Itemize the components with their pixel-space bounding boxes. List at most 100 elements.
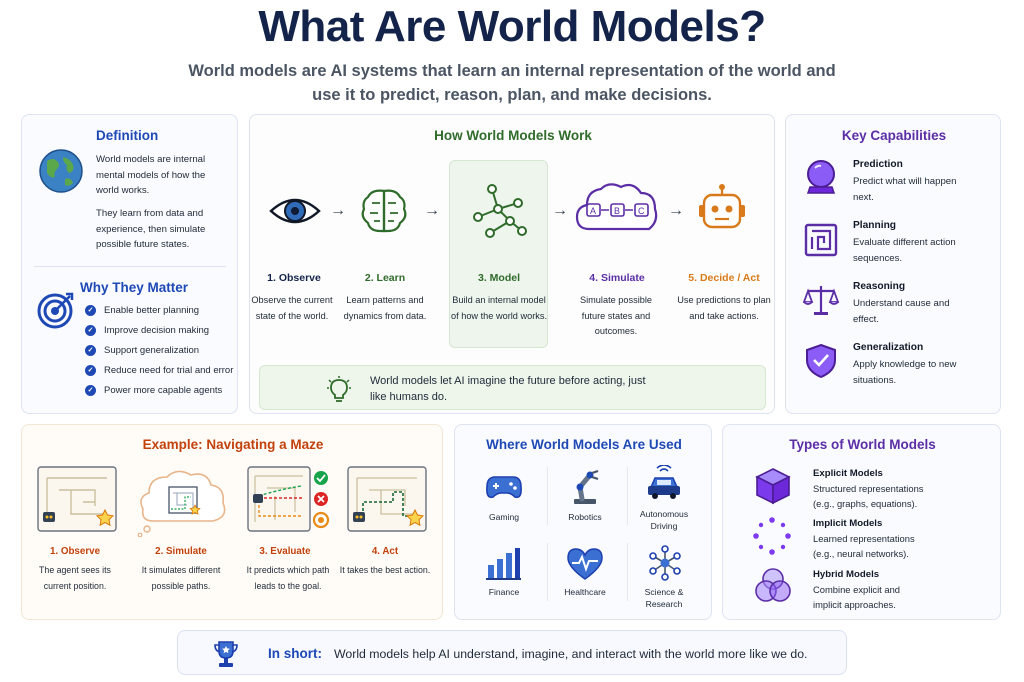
maze-step-desc: It predicts which path leads to the goal…: [246, 565, 330, 591]
maze-act-illustration: [347, 466, 427, 532]
type-title: Implicit Models: [813, 518, 883, 529]
step-label: 2. Learn: [364, 272, 406, 284]
venn-icon: [755, 568, 791, 602]
maze-simulate-illustration: [137, 470, 226, 537]
cube-icon: [755, 468, 791, 505]
use-case-label: Autonomous Driving: [639, 509, 689, 531]
type-title: Hybrid Models: [813, 569, 880, 580]
grid-divider: [627, 467, 628, 525]
svg-text:B: B: [614, 206, 620, 216]
maze-step-desc: It takes the best action.: [339, 565, 431, 575]
use-case-label: Healthcare: [564, 587, 606, 597]
capability-desc: Understand cause and effect.: [853, 298, 950, 325]
page-title: What Are World Models?: [258, 2, 766, 51]
maze-step-label: 1. Observe: [49, 546, 101, 557]
why-item: ✓Reduce need for trial and error: [85, 365, 233, 376]
why-item: ✓ Power more capable agents: [85, 385, 222, 396]
check-icon: ✓: [85, 365, 96, 376]
car-icon: [648, 465, 680, 499]
type-desc: Learned representations (e.g., neural ne…: [813, 533, 915, 559]
crystal-ball-icon: [806, 160, 836, 194]
how-card: How World Models Work → → → A B C: [249, 114, 775, 414]
use-cases-title: Where World Models Are Used: [486, 437, 682, 452]
grid-divider: [547, 543, 548, 601]
use-cases-card: Where World Models Are Used Gaming Robot…: [454, 424, 712, 620]
maze-step-label: 4. Act: [371, 546, 399, 557]
scales-icon: [803, 286, 839, 315]
robot-icon: [699, 184, 745, 229]
use-case-label: Science & Research: [644, 587, 684, 609]
check-icon: ✓: [85, 345, 96, 356]
use-case-label: Finance: [488, 587, 520, 597]
divider: [34, 266, 226, 267]
maze-step-desc: The agent sees its current position.: [39, 565, 111, 591]
maze-step-label: 3. Evaluate: [259, 546, 311, 557]
why-item: ✓ Support generalization: [85, 345, 199, 356]
insight-text: World models let AI imagine the future b…: [370, 375, 646, 403]
step-desc: Learn patterns and dynamics from data.: [343, 295, 427, 321]
step-label: 1. Observe: [267, 272, 321, 284]
capability-title: Reasoning: [853, 281, 906, 292]
grid-divider: [627, 543, 628, 601]
definition-text-2: They learn from data and experience, the…: [96, 208, 206, 250]
check-icon: ✓: [85, 305, 96, 316]
check-icon: ✓: [85, 385, 96, 396]
graph-icon: [473, 184, 527, 238]
svg-text:A: A: [590, 206, 596, 216]
shield-icon: [806, 343, 836, 379]
insight-note: World models let AI imagine the future b…: [259, 365, 766, 410]
arrow-icon: →: [552, 202, 568, 219]
types-card: Types of World Models Explicit Models St…: [722, 424, 1001, 620]
capability-title: Planning: [853, 220, 897, 231]
capability-title: Prediction: [853, 159, 903, 170]
maze-step-desc: It simulates different possible paths.: [141, 565, 221, 591]
dots-circle-icon: [753, 517, 791, 555]
cloud-icon: A B C: [575, 183, 658, 231]
type-desc: Structured representations (e.g., graphs…: [813, 483, 924, 509]
why-item: ✓Improve decision making: [85, 325, 209, 336]
step-desc: Observe the current state of the world.: [251, 295, 333, 321]
network-icon: [649, 545, 681, 581]
summary-label: In short:: [268, 646, 322, 661]
maze-observe-illustration: [37, 466, 117, 532]
types-title: Types of World Models: [789, 437, 936, 452]
step-desc: Use predictions to plan and take actions…: [677, 295, 771, 321]
lightbulb-icon: [327, 376, 351, 402]
step-label: 4. Simulate: [589, 272, 645, 284]
use-case-label: Gaming: [488, 512, 520, 522]
why-item-label: Power more capable agents: [104, 385, 223, 396]
definition-title: Definition: [96, 128, 159, 143]
maze-icon: [804, 223, 838, 257]
why-item: ✓Enable better planning: [85, 305, 199, 316]
step-desc: Build an internal model of how the world…: [451, 295, 547, 321]
globe-icon: [39, 149, 83, 193]
step-desc: Simulate possible future states and outc…: [579, 295, 652, 336]
why-item-label: Support generalization: [104, 345, 200, 356]
why-title: Why They Matter: [80, 280, 189, 295]
arrow-icon: →: [330, 202, 346, 219]
check-icon: ✓: [85, 325, 96, 336]
brain-icon: [361, 189, 407, 233]
type-desc: Combine explicit and implicit approaches…: [813, 584, 901, 610]
eye-icon: [269, 198, 321, 224]
definition-card: Definition World models are internal men…: [21, 114, 238, 414]
how-title: How World Models Work: [434, 128, 592, 143]
maze-step-label: 2. Simulate: [155, 546, 207, 557]
type-title: Explicit Models: [813, 468, 883, 479]
summary-text: World models help AI understand, imagine…: [334, 647, 808, 661]
model-highlight: [449, 160, 548, 348]
bar-chart-icon: [486, 548, 521, 580]
capability-desc: Apply knowledge to new situations.: [853, 359, 957, 386]
grid-divider: [547, 467, 548, 525]
definition-text-1: World models are internal mental models …: [96, 154, 206, 196]
gamepad-icon: [486, 476, 522, 499]
step-label: 3. Model: [477, 272, 520, 284]
maze-title: Example: Navigating a Maze: [142, 437, 324, 452]
arrow-icon: →: [668, 202, 684, 219]
capability-title: Generalization: [853, 342, 924, 353]
maze-evaluate-illustration: [247, 466, 330, 532]
capabilities-title: Key Capabilities: [841, 128, 947, 143]
svg-text:C: C: [638, 206, 645, 216]
robot-arm-icon: [574, 469, 599, 504]
maze-example-card: Example: Navigating a Maze: [21, 424, 443, 620]
